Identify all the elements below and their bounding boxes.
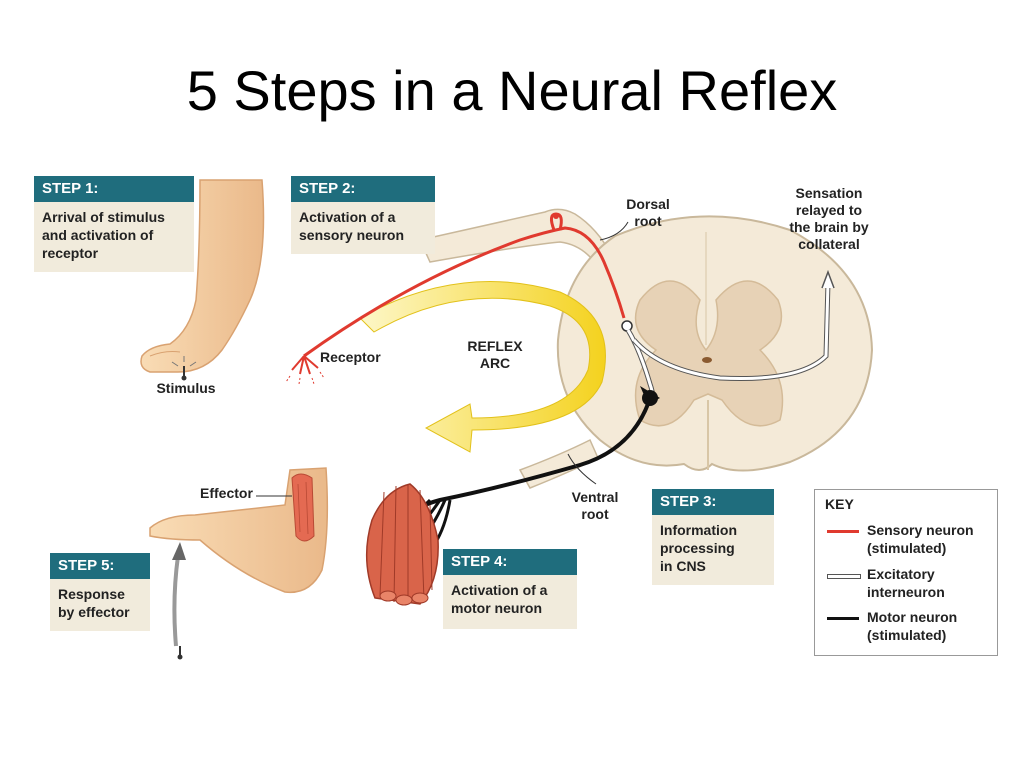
step-4-text: Activation of a motor neuron: [451, 582, 548, 616]
reflex-arc-arrow: [359, 281, 606, 453]
stimulus-label: Stimulus: [156, 380, 216, 396]
dorsal-root-label: Dorsal root: [626, 196, 670, 229]
sensory-key-swatch: [827, 530, 859, 533]
page-title: 5 Steps in a Neural Reflex: [186, 59, 838, 122]
effector-arm: [149, 467, 329, 594]
step-5-box: STEP 5: Response by effector: [50, 553, 150, 631]
step-3-heading: STEP 3:: [652, 489, 774, 515]
step-3-box: STEP 3: Information processing in CNS: [652, 489, 774, 585]
stimulus-arm: [140, 179, 265, 373]
receptor-label: Receptor: [320, 349, 381, 365]
muscle-bundle: [365, 483, 439, 606]
effector-label: Effector: [200, 485, 253, 501]
response-arrow-icon: [172, 542, 186, 660]
stimulus-pin-icon: [171, 356, 197, 381]
legend-key: KEY Sensory neuron (stimulated) Excitato…: [814, 489, 998, 656]
motor-key-swatch: [827, 617, 859, 620]
step-5-heading: STEP 5:: [50, 553, 150, 579]
step-1-heading: STEP 1:: [34, 176, 194, 202]
sensation-label: Sensation relayed to the brain by collat…: [789, 185, 869, 252]
key-item-sensory: Sensory neuron (stimulated): [867, 522, 974, 556]
step-1-text: Arrival of stimulus and activation of re…: [42, 209, 165, 261]
step-1-box: STEP 1: Arrival of stimulus and activati…: [34, 176, 194, 272]
spinal-cord: [556, 215, 874, 472]
ventral-root-label: Ventral root: [571, 489, 619, 522]
step-4-box: STEP 4: Activation of a motor neuron: [443, 549, 577, 629]
interneuron-key-swatch: [827, 574, 861, 579]
reflex-arc-label: REFLEX ARC: [467, 338, 523, 371]
step-5-text: Response by effector: [58, 586, 130, 620]
step-4-heading: STEP 4:: [443, 549, 577, 575]
step-2-text: Activation of a sensory neuron: [299, 209, 405, 243]
key-title: KEY: [825, 496, 854, 512]
key-item-motor: Motor neuron (stimulated): [867, 609, 958, 643]
step-3-text: Information processing in CNS: [660, 522, 737, 574]
key-item-interneuron: Excitatory interneuron: [867, 566, 945, 600]
step-2-heading: STEP 2:: [291, 176, 435, 202]
sensory-neuron: [285, 212, 633, 385]
step-2-box: STEP 2: Activation of a sensory neuron: [291, 176, 435, 254]
